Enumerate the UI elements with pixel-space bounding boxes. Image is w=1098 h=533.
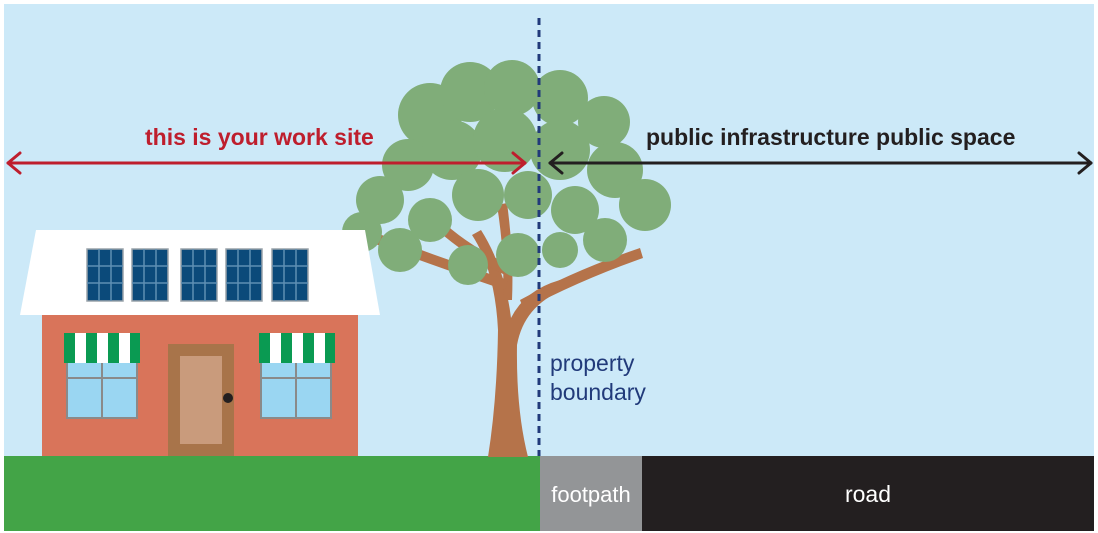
footpath-label: footpath (551, 482, 631, 507)
door (168, 344, 234, 456)
window-right (260, 361, 332, 419)
road-label: road (844, 481, 892, 507)
property-boundary-label: property boundary (550, 349, 646, 407)
awning-right (259, 333, 335, 363)
property-boundary-line2: boundary (550, 379, 646, 405)
public-space-arrow (548, 151, 1093, 175)
solar-panel-icon (86, 248, 309, 302)
grass (4, 456, 540, 531)
tree-icon (342, 60, 671, 457)
road-strip (642, 456, 1094, 531)
window-left (66, 361, 138, 419)
property-boundary-line1: property (550, 350, 635, 376)
footpath-strip (540, 456, 642, 531)
awning-left (64, 333, 140, 363)
public-space-label: public infrastructure public space (646, 124, 1016, 150)
house-icon (20, 230, 380, 456)
work-site-label: this is your work site (145, 124, 374, 150)
work-site-arrow (6, 151, 527, 175)
